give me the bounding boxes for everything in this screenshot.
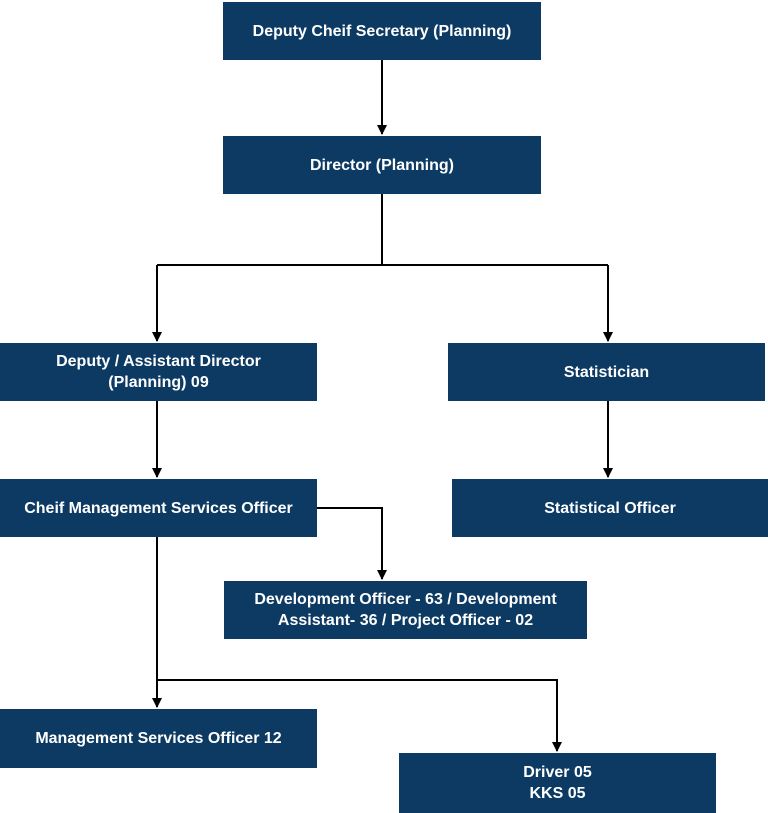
node-statistical-officer: Statistical Officer xyxy=(452,479,768,537)
edge-to-development-officer xyxy=(317,507,387,580)
node-deputy-assistant-director: Deputy / Assistant Director (Planning) 0… xyxy=(0,343,317,401)
node-driver-kks: Driver 05 KKS 05 xyxy=(399,753,716,813)
node-label: Statistician xyxy=(563,363,650,381)
node-label: Deputy Cheif Secretary (Planning) xyxy=(252,22,512,40)
node-label: Deputy / Assistant Director (Planning) 0… xyxy=(56,353,261,391)
node-label: Statistical Officer xyxy=(544,499,676,517)
node-director-planning: Director (Planning) xyxy=(223,136,541,194)
node-management-services-officer: Management Services Officer 12 xyxy=(0,709,317,768)
node-label: Management Services Officer 12 xyxy=(35,730,282,747)
node-development-officer: Development Officer - 63 / Development A… xyxy=(224,581,587,639)
node-label: Cheif Management Services Officer xyxy=(24,499,293,517)
node-deputy-chief-secretary: Deputy Cheif Secretary (Planning) xyxy=(223,2,541,60)
edge-to-driver-kks xyxy=(157,679,562,752)
node-label: Driver 05 KKS 05 xyxy=(523,764,592,802)
node-label: Director (Planning) xyxy=(309,156,454,174)
node-label: Development Officer - 63 / Development A… xyxy=(254,591,557,629)
node-statistician: Statistician xyxy=(448,343,765,401)
node-chief-management-services-officer: Cheif Management Services Officer xyxy=(0,479,317,537)
